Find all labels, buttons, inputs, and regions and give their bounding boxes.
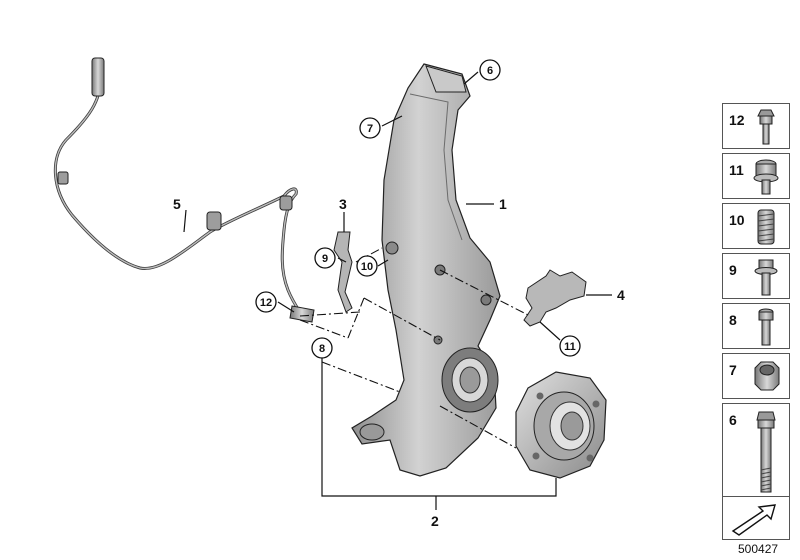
orientation-arrow-box bbox=[722, 496, 790, 540]
legend-item-12: 12 bbox=[722, 103, 790, 149]
svg-text:11: 11 bbox=[564, 341, 576, 353]
sensor-cable-part bbox=[53, 57, 315, 323]
direction-arrow-icon bbox=[731, 504, 776, 536]
svg-text:7: 7 bbox=[367, 123, 373, 135]
svg-text:8: 8 bbox=[319, 343, 325, 355]
svg-text:9: 9 bbox=[322, 253, 328, 265]
bracket-part-4 bbox=[523, 269, 587, 327]
legend-item-8: 8 bbox=[722, 303, 790, 349]
callout-4: 4 bbox=[617, 287, 625, 303]
long-torx-bolt-icon bbox=[756, 411, 776, 493]
steering-knuckle-part bbox=[351, 63, 501, 477]
callout-1: 1 bbox=[499, 196, 507, 212]
callout-5: 5 bbox=[173, 196, 181, 212]
flange-bolt-icon bbox=[754, 259, 778, 296]
callout-10: 10 bbox=[356, 255, 378, 277]
torx-bolt-icon bbox=[757, 109, 775, 145]
leader-lines bbox=[183, 71, 612, 510]
legend-item-10: 10 bbox=[722, 203, 790, 249]
legend-item-9: 9 bbox=[722, 253, 790, 299]
callout-3: 3 bbox=[339, 196, 347, 212]
hex-nut-icon bbox=[754, 361, 780, 391]
legend-item-7: 7 bbox=[722, 353, 790, 399]
wheel-hub-part bbox=[515, 371, 607, 479]
legend-item-6: 6 bbox=[722, 403, 790, 499]
svg-text:10: 10 bbox=[361, 261, 373, 273]
legend-item-11: 11 bbox=[722, 153, 790, 199]
callout-2: 2 bbox=[431, 513, 439, 529]
socket-bolt-icon bbox=[758, 308, 774, 346]
callout-12: 12 bbox=[255, 291, 277, 313]
bracket-part-3 bbox=[333, 231, 353, 313]
callout-9: 9 bbox=[314, 247, 336, 269]
diagram-reference-number: 500427 bbox=[738, 542, 779, 556]
callout-6: 6 bbox=[479, 59, 501, 81]
svg-text:12: 12 bbox=[260, 297, 272, 309]
callout-8: 8 bbox=[311, 337, 333, 359]
svg-text:6: 6 bbox=[487, 65, 493, 77]
callout-11: 11 bbox=[559, 335, 581, 357]
hex-bolt-icon bbox=[753, 159, 779, 195]
threaded-insert-icon bbox=[757, 209, 775, 245]
callout-7: 7 bbox=[359, 117, 381, 139]
